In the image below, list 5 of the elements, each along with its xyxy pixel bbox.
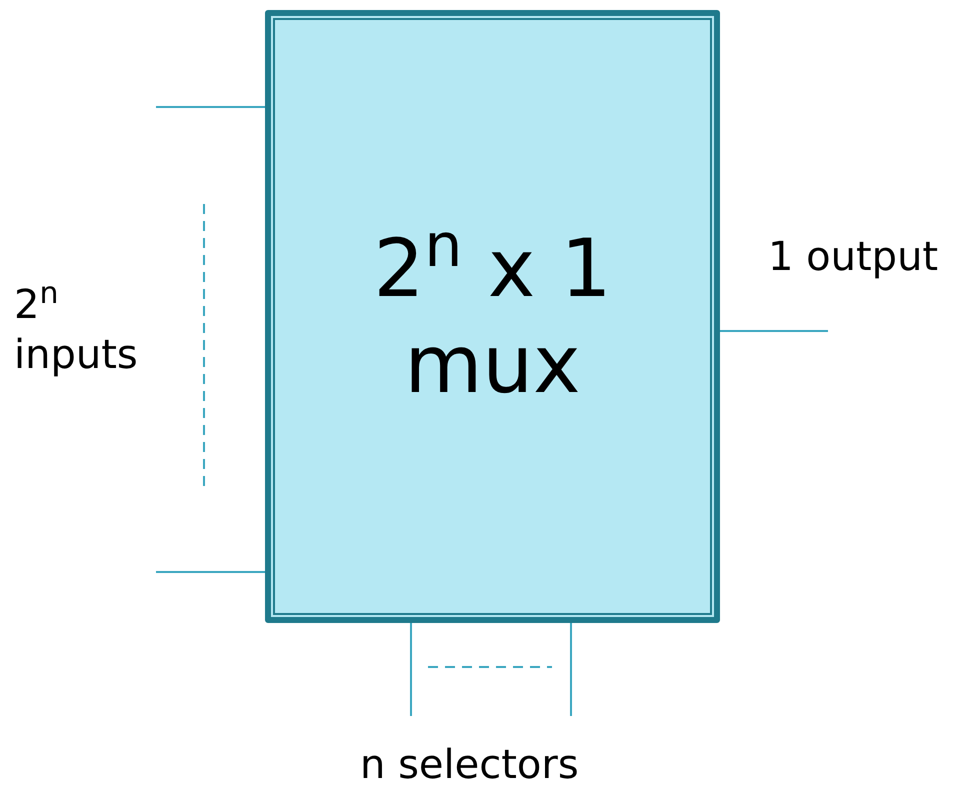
port-label: n selectors xyxy=(360,741,580,788)
block-label: 2$^{n}$ x 1 mux xyxy=(372,220,613,412)
port-label: 1 output xyxy=(768,233,940,282)
mux-block xyxy=(265,10,720,623)
port-label: 2$^{n}$ inputs xyxy=(14,280,139,380)
